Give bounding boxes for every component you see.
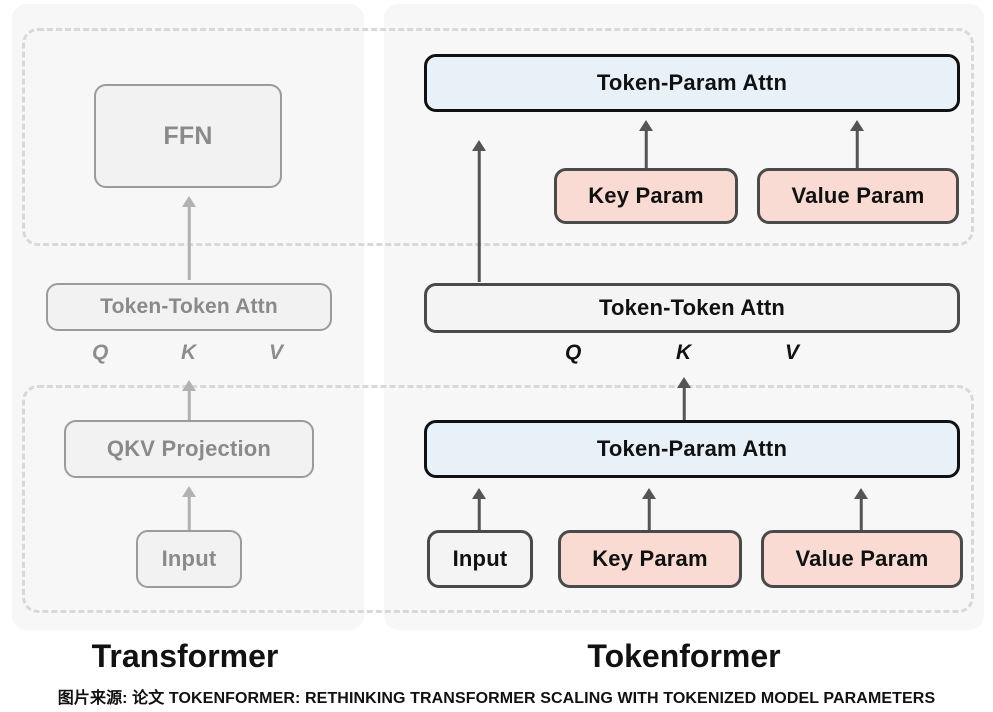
node-key-param-bottom[interactable]: Key Param [558, 530, 742, 588]
label-k: K [181, 341, 197, 364]
arrow-value-param-to-token-param-bottom [853, 488, 869, 530]
source-caption: 图片来源: 论文 TOKENFORMER: RETHINKING TRANSFO… [57, 690, 936, 707]
node-token-param-attn-bottom[interactable]: Token-Param Attn [424, 420, 960, 478]
label-q: Q [92, 341, 109, 364]
arrow-shaft [855, 129, 859, 168]
arrow-head-icon [182, 486, 196, 497]
node-value-param-top[interactable]: Value Param [757, 168, 959, 224]
arrow-shaft [477, 497, 481, 530]
label-v: V [785, 341, 800, 364]
node-ffn[interactable]: FFN [94, 84, 282, 188]
arrow-shaft [187, 205, 191, 280]
arrow-head-icon [850, 120, 864, 131]
arrow-shaft [187, 389, 191, 424]
node-token-token-attn[interactable]: Token-Token Attn [46, 283, 332, 331]
panel-title-tokenformer: Tokenformer [587, 638, 781, 674]
arrow-head-icon [182, 196, 196, 207]
arrow-shaft [187, 495, 191, 530]
arrow-input-to-qkv-projection [181, 486, 197, 530]
node-input[interactable]: Input [136, 530, 242, 588]
arrow-head-icon [182, 380, 196, 391]
node-token-token-attn[interactable]: Token-Token Attn [424, 283, 960, 333]
label-q: Q [565, 341, 582, 364]
arrow-token-token-to-token-param-top [471, 140, 487, 282]
node-input[interactable]: Input [427, 530, 533, 588]
arrow-qkv-projection-to-token-token [181, 380, 197, 424]
arrow-head-icon [472, 488, 486, 499]
arrow-token-token-to-ffn [181, 196, 197, 280]
node-qkv-projection[interactable]: QKV Projection [64, 420, 314, 478]
arrow-shaft [682, 386, 686, 424]
label-v: V [269, 341, 284, 364]
arrow-shaft [647, 497, 651, 530]
label-k: K [676, 341, 692, 364]
arrow-shaft [477, 149, 481, 282]
arrow-head-icon [854, 488, 868, 499]
node-key-param-top[interactable]: Key Param [554, 168, 738, 224]
arrow-head-icon [642, 488, 656, 499]
arrow-head-icon [639, 120, 653, 131]
arrow-head-icon [677, 377, 691, 388]
arrow-shaft [859, 497, 863, 530]
arrow-shaft [644, 129, 648, 168]
arrow-value-param-to-token-param-top [849, 120, 865, 168]
arrow-key-param-to-token-param-top [638, 120, 654, 168]
arrow-token-param-bottom-to-token-token [676, 377, 692, 424]
arrow-key-param-to-token-param-bottom [641, 488, 657, 530]
node-value-param-bottom[interactable]: Value Param [761, 530, 963, 588]
arrow-input-to-token-param-bottom [471, 488, 487, 530]
node-token-param-attn-top[interactable]: Token-Param Attn [424, 54, 960, 112]
panel-title-transformer: Transformer [91, 638, 279, 674]
arrow-head-icon [472, 140, 486, 151]
